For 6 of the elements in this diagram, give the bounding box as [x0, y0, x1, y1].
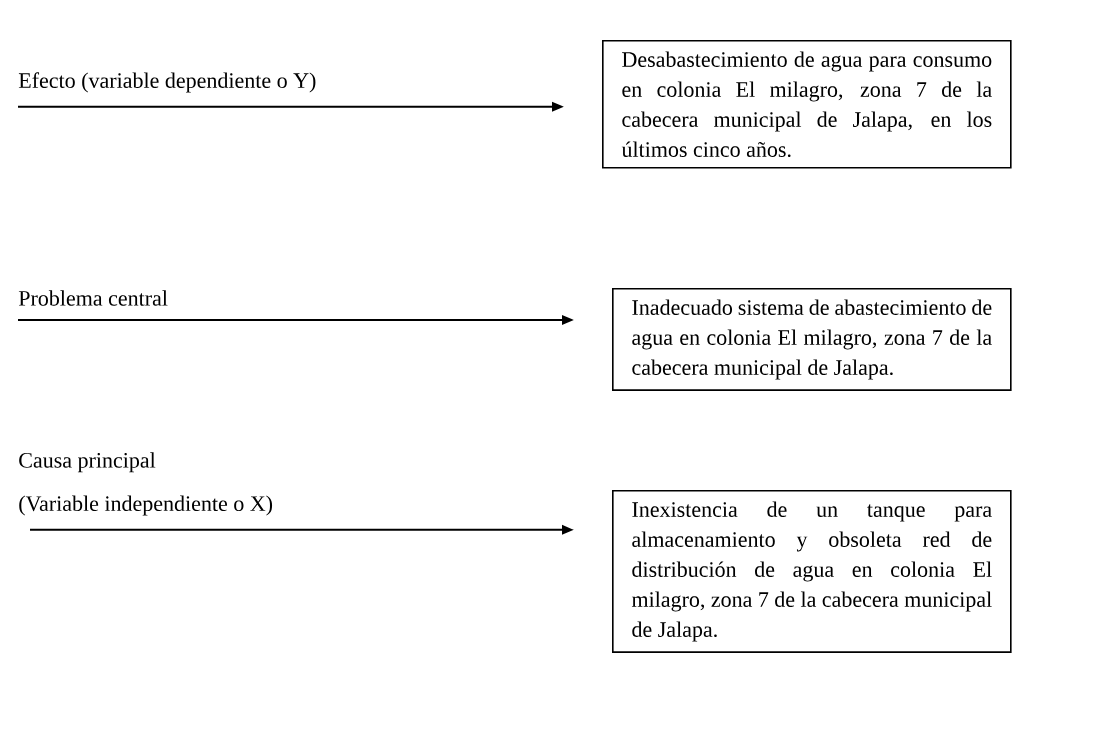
- row-label: Problema central: [18, 290, 168, 306]
- row-label: Causa principal (Variable independiente o X): [19, 452, 273, 516]
- text-box: Desabastecimiento de agua para consumo en colonia El milagro, zona 7 de la cabecera municipal de Jalapa, en los últimos cinco años.: [602, 40, 1012, 169]
- row-label: Efecto (variable dependiente o Y): [18, 72, 316, 93]
- text-box: Inexistencia de un tanque para almacenamiento y obsoleta red de distribución de agua en colonia El milagro, zona 7 de la cabecera municipal de Jalapa.: [612, 490, 1012, 653]
- text-box: Inadecuado sistema de abastecimiento de agua en colonia El milagro, zona 7 de la cabecera municipal de Jalapa.: [612, 288, 1012, 391]
